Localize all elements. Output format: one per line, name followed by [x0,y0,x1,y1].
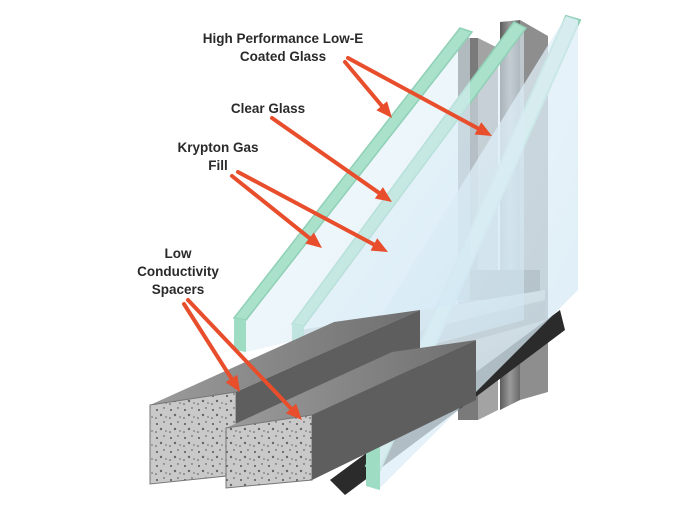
arrow-spacer-1 [182,302,240,392]
arrow-low-e-to-pane-outer-shaft [346,56,480,131]
arrow-spacer-2 [186,298,302,420]
label-clear-glass-line1: Clear Glass [230,101,306,116]
arrow-clear-glass-shaft [270,116,381,195]
arrow-low-e-to-pane-inner [343,60,392,118]
label-low-conductivity-spacers: Low Conductivity Spacers [118,245,238,299]
label-low-e-coated-glass: High Performance Low-E Coated Glass [178,30,388,66]
arrow-low-e-to-pane-inner-head [376,101,392,118]
label-spacers-line3: Spacers [151,282,205,297]
arrow-spacer-1-head [225,374,240,392]
arrow-krypton-gap-1-shaft [230,174,312,241]
arrow-krypton-gap-2 [236,170,388,252]
arrow-clear-glass-head [374,187,392,202]
arrow-spacer-2-head [285,403,302,420]
label-clear-glass: Clear Glass [208,100,328,118]
arrow-clear-glass [270,116,392,202]
label-krypton-gas-fill: Krypton Gas Fill [158,139,278,175]
label-spacers-line2: Conductivity [137,264,219,279]
arrow-krypton-gap-1 [230,174,322,248]
label-low-e-line2: Coated Glass [239,49,327,64]
arrow-low-e-to-pane-outer [346,56,492,136]
arrow-krypton-gap-2-head [370,238,388,252]
arrow-krypton-gap-2-shaft [236,170,376,247]
label-low-e-line1: High Performance Low-E [202,31,364,46]
arrow-spacer-1-shaft [182,302,234,381]
label-spacers-line1: Low [164,246,192,261]
arrow-krypton-gap-1-head [305,232,322,248]
label-krypton-line1: Krypton Gas [177,140,259,155]
arrow-spacer-2-shaft [186,298,293,411]
arrow-low-e-to-pane-outer-head [474,122,492,136]
callout-arrows [182,56,492,420]
spacer-bar-right [225,340,476,489]
arrow-low-e-to-pane-inner-shaft [343,60,384,108]
label-krypton-line2: Fill [208,158,228,173]
